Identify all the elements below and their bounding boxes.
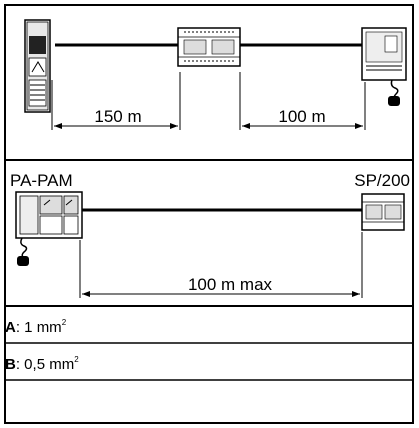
legend-letter-a: A <box>5 319 16 336</box>
legend-letter-b: B <box>5 356 16 373</box>
legend-row-b: B: 0,5 mm2 <box>5 355 413 373</box>
distance-label-max: 100 m max <box>188 275 273 294</box>
handset-monitor-icon <box>361 27 407 106</box>
distance-label-left: 150 m <box>94 107 141 126</box>
device-label-right: SP/200 <box>354 171 410 190</box>
legend-sup-a: 2 <box>61 318 67 327</box>
legend-value-b: : 0,5 mm <box>15 356 75 373</box>
outdoor-panel-icon <box>24 19 51 113</box>
legend-sup-b: 2 <box>74 355 79 364</box>
legend-row-a: A: 1 mm2 <box>5 318 413 336</box>
legend-value-a: : 1 mm <box>15 319 62 336</box>
power-supply-icon <box>177 27 241 67</box>
sp-200-unit-icon <box>361 193 405 231</box>
device-label-left: PA-PAM <box>10 171 73 190</box>
outer-border <box>4 4 414 424</box>
distance-label-right: 100 m <box>278 107 325 126</box>
pa-pam-unit-icon <box>15 191 83 266</box>
